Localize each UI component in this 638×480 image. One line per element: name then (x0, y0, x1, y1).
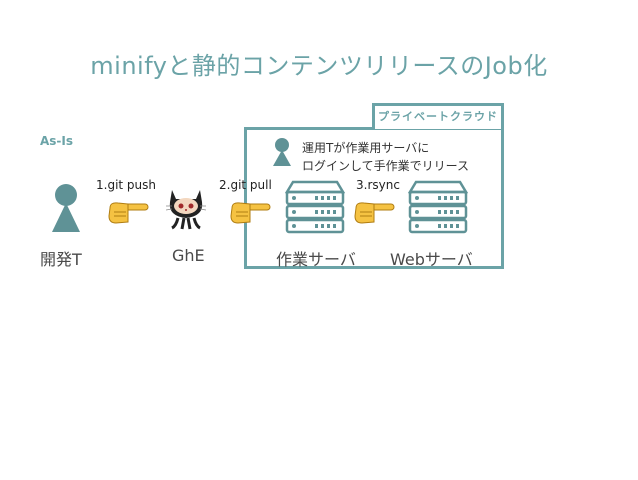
node-label-work-server: 作業サーバ (276, 250, 356, 269)
pointing-hand-icon (230, 202, 271, 224)
work-server-icon (285, 180, 345, 234)
section-label: As-Is (40, 134, 74, 148)
node-label-dev: 開発T (40, 250, 82, 269)
node-label-web-server: Webサーバ (390, 250, 473, 269)
operator-person-icon (273, 138, 291, 166)
node-label-ghe: GhE (172, 246, 205, 265)
github-octocat-icon (166, 190, 206, 230)
slide-title: minifyと静的コンテンツリリースのJob化 (90, 52, 548, 80)
web-server-icon (408, 180, 468, 234)
step-git-push: 1.git push (96, 178, 156, 192)
pointing-hand-icon (354, 202, 395, 224)
operation-note: 運用Tが作業用サーバに ログインして手作業でリリース (302, 139, 469, 175)
note-line-2: ログインして手作業でリリース (302, 159, 470, 173)
step-git-pull: 2.git pull (219, 178, 272, 192)
developer-person-icon (52, 184, 80, 232)
step-rsync: 3.rsync (356, 178, 400, 192)
pointing-hand-icon (108, 202, 149, 224)
private-cloud-label: プライベートクラウド (372, 103, 504, 129)
note-line-1: 運用Tが作業用サーバに (302, 141, 430, 155)
